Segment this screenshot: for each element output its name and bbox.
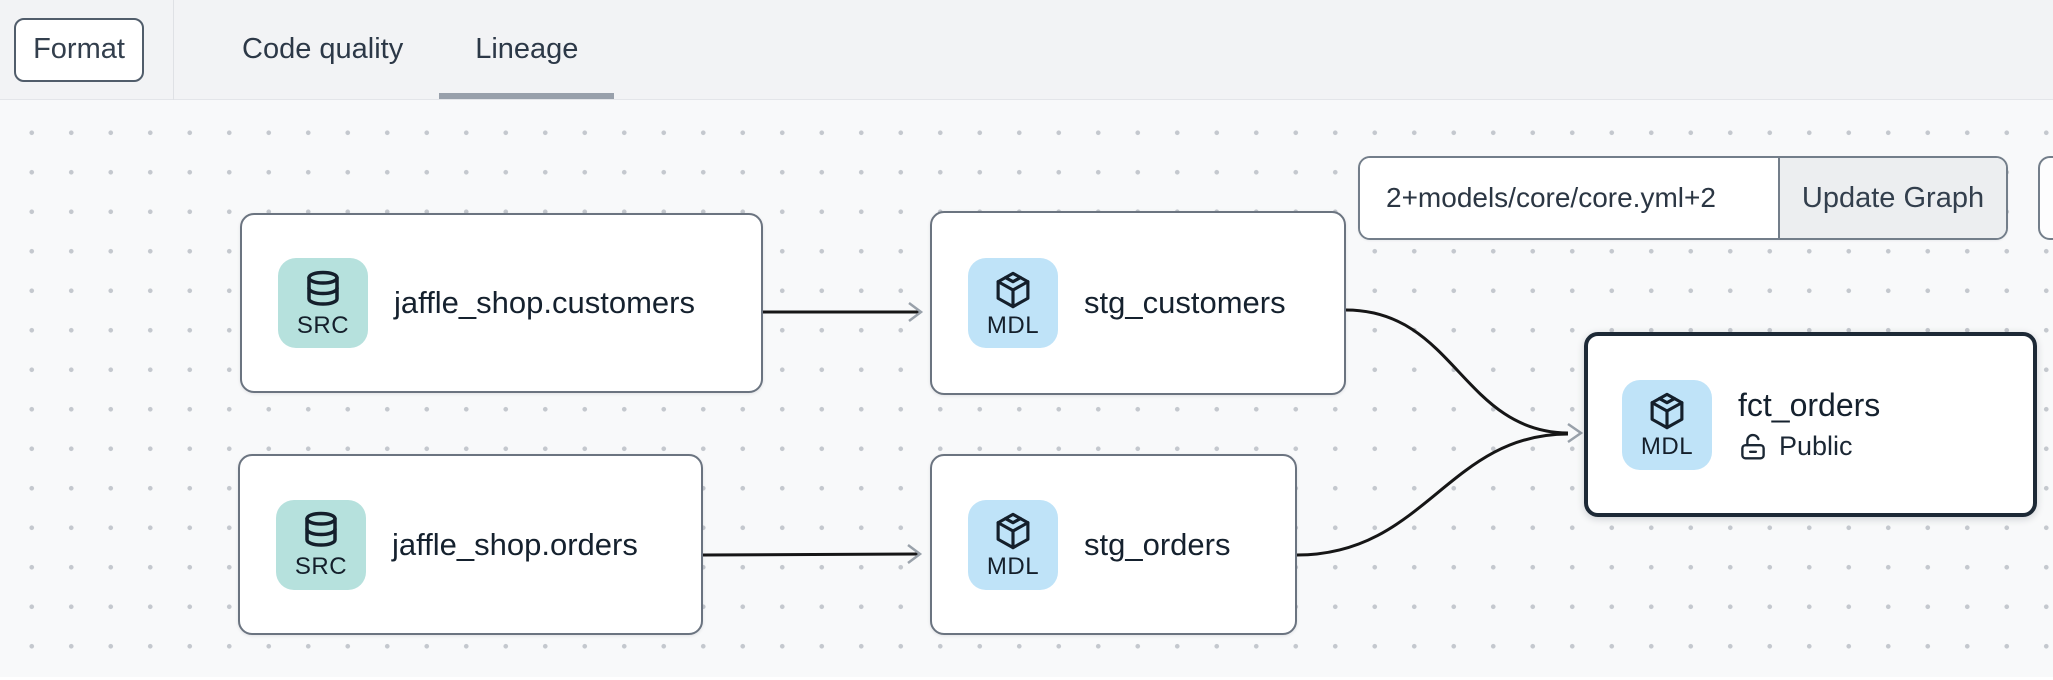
panel-bottom-edge: [0, 677, 2053, 680]
source-badge: SRC: [278, 258, 368, 348]
model-badge: MDL: [1622, 379, 1712, 470]
lineage-selector-input[interactable]: [1360, 158, 1778, 238]
model-badge: MDL: [968, 258, 1058, 348]
access-label: Public: [1779, 431, 1853, 461]
node-label: stg_customers: [1084, 285, 1286, 320]
node-label: jaffle_shop.customers: [394, 285, 695, 320]
update-graph-button[interactable]: Update Graph: [1778, 158, 2006, 238]
model-badge: MDL: [968, 499, 1058, 590]
node-type-label: SRC: [294, 553, 348, 580]
node-text-block: fct_orders Public: [1738, 387, 1880, 462]
node-type-label: MDL: [986, 553, 1040, 580]
bottom-panel-tabs: Code quality Lineage: [206, 0, 615, 99]
lineage-node-jaffle-shop-customers[interactable]: SRC jaffle_shop.customers: [240, 213, 763, 393]
database-icon: [305, 511, 337, 547]
lineage-node-fct-orders[interactable]: MDL fct_orders Public: [1584, 332, 2037, 517]
node-label: jaffle_shop.orders: [392, 526, 638, 562]
node-type-label: MDL: [986, 311, 1040, 339]
toolbar-divider: [173, 0, 174, 100]
access-row: Public: [1738, 431, 1880, 462]
lineage-node-jaffle-shop-orders[interactable]: SRC jaffle_shop.orders: [238, 454, 703, 635]
database-icon: [307, 270, 339, 306]
source-badge: SRC: [276, 499, 366, 590]
cube-icon: [996, 512, 1030, 550]
lineage-node-stg-orders[interactable]: MDL stg_orders: [930, 454, 1297, 635]
tab-code-quality[interactable]: Code quality: [242, 33, 404, 65]
partial-offscreen-button[interactable]: [2038, 156, 2053, 240]
cube-icon: [1650, 392, 1684, 430]
lineage-selector-control: Update Graph: [1358, 156, 2008, 240]
editor-toolbar: Format Code quality Lineage: [0, 0, 2053, 100]
node-type-label: SRC: [296, 311, 350, 339]
format-button[interactable]: Format: [14, 17, 144, 82]
lineage-node-stg-customers[interactable]: MDL stg_customers: [930, 211, 1346, 395]
node-type-label: MDL: [1640, 433, 1694, 460]
tab-lineage[interactable]: Lineage: [439, 0, 615, 99]
unlock-icon: [1741, 433, 1765, 459]
cube-icon: [996, 271, 1030, 308]
node-label: stg_orders: [1084, 526, 1231, 562]
node-label: fct_orders: [1738, 387, 1881, 423]
